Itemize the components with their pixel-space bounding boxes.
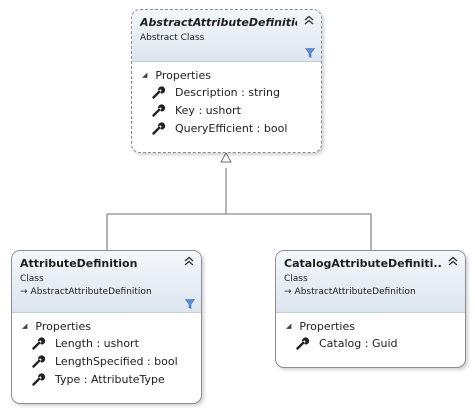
member-row[interactable]: Key : ushort: [132, 101, 321, 119]
member-row[interactable]: Length : ushort: [12, 334, 201, 352]
member-label: QueryEfficient : bool: [175, 121, 288, 135]
inheritance-arrowhead: [220, 151, 232, 163]
double-chevron-up-icon[interactable]: [448, 256, 458, 266]
member-label: Key : ushort: [175, 103, 241, 117]
section-label: Properties: [155, 68, 211, 82]
inherits-arrow-icon: →: [284, 287, 292, 297]
wrench-icon: [296, 337, 310, 350]
class-name: CatalogAttributeDefiniti...: [284, 257, 441, 270]
class-stereotype: Class: [284, 274, 308, 284]
class-name: AbstractAttributeDefinition: [140, 16, 297, 29]
member-label: Length : ushort: [55, 336, 139, 350]
base-class-line: → AbstractAttributeDefinition: [284, 286, 441, 298]
section-label: Properties: [299, 319, 355, 333]
collapse-triangle-icon: ◢: [22, 322, 28, 330]
properties-section-toggle[interactable]: ◢ Properties: [132, 67, 321, 83]
class-catalog-attribute-definition[interactable]: CatalogAttributeDefiniti... Class → Abst…: [275, 250, 466, 368]
class-header[interactable]: AbstractAttributeDefinition Abstract Cla…: [132, 10, 321, 62]
wrench-icon: [32, 355, 46, 368]
member-row[interactable]: LengthSpecified : bool: [12, 352, 201, 370]
collapse-triangle-icon: ◢: [142, 71, 148, 79]
class-header[interactable]: AttributeDefinition Class → AbstractAttr…: [12, 251, 201, 313]
class-name: AttributeDefinition: [20, 257, 138, 270]
section-label: Properties: [35, 319, 91, 333]
properties-section-toggle[interactable]: ◢ Properties: [276, 318, 465, 334]
member-label: Type : AttributeType: [55, 372, 165, 386]
member-row[interactable]: Catalog : Guid: [276, 334, 465, 352]
inherits-arrow-icon: →: [20, 287, 28, 297]
wrench-icon: [152, 86, 166, 99]
base-class-name: AbstractAttributeDefinition: [294, 287, 416, 297]
class-stereotype: Class: [20, 274, 44, 284]
class-header[interactable]: CatalogAttributeDefiniti... Class → Abst…: [276, 251, 465, 313]
member-label: Catalog : Guid: [319, 336, 398, 350]
filter-icon[interactable]: [185, 299, 195, 309]
base-class-line: → AbstractAttributeDefinition: [20, 286, 177, 298]
member-label: Description : string: [175, 85, 280, 99]
base-class-name: AbstractAttributeDefinition: [30, 287, 152, 297]
collapse-triangle-icon: ◢: [286, 322, 292, 330]
wrench-icon: [32, 373, 46, 386]
wrench-icon: [32, 337, 46, 350]
double-chevron-up-icon[interactable]: [304, 15, 314, 25]
wrench-icon: [152, 104, 166, 117]
member-label: LengthSpecified : bool: [55, 354, 178, 368]
filter-icon[interactable]: [305, 48, 315, 58]
member-row[interactable]: Type : AttributeType: [12, 370, 201, 388]
member-row[interactable]: QueryEfficient : bool: [132, 119, 321, 137]
wrench-icon: [152, 122, 166, 135]
class-abstract-attribute-definition[interactable]: AbstractAttributeDefinition Abstract Cla…: [131, 9, 322, 153]
member-row[interactable]: Description : string: [132, 83, 321, 101]
double-chevron-up-icon[interactable]: [184, 256, 194, 266]
class-stereotype: Abstract Class: [140, 33, 205, 43]
class-attribute-definition[interactable]: AttributeDefinition Class → AbstractAttr…: [11, 250, 202, 404]
properties-section-toggle[interactable]: ◢ Properties: [12, 318, 201, 334]
